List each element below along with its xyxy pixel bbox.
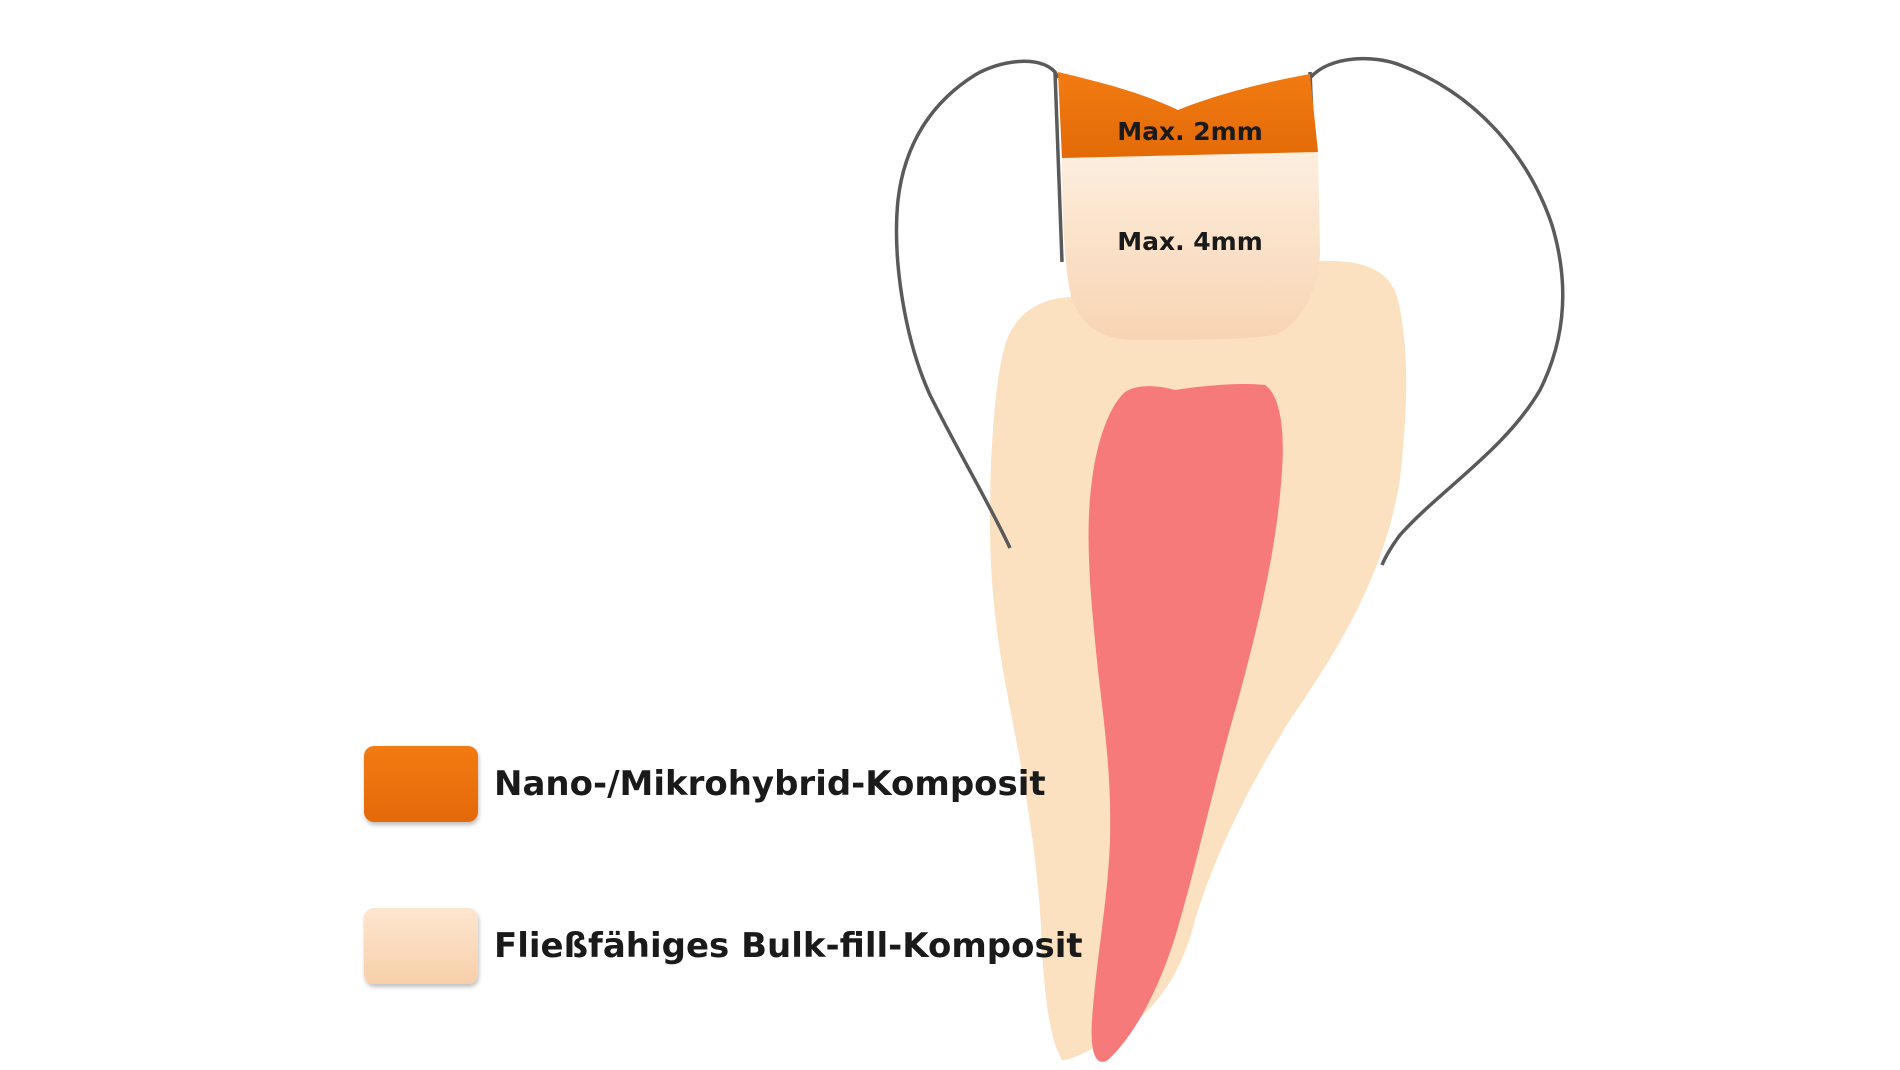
pulp-canal	[1088, 383, 1283, 1062]
bulkfill-layer	[1062, 152, 1320, 340]
bottom-layer-label: Max. 4mm	[1117, 227, 1263, 256]
nanohybrid-swatch	[364, 746, 478, 822]
legend-item-nanohybrid: Nano-/Mikrohybrid-Komposit	[364, 742, 1046, 826]
nanohybrid-layer	[1058, 72, 1318, 158]
cavity-wall-left	[1053, 71, 1064, 263]
legend-item-bulkfill: Fließfähiges Bulk-fill-Komposit	[364, 904, 1083, 988]
bulkfill-swatch	[364, 908, 478, 984]
top-layer-label: Max. 2mm	[1117, 117, 1263, 146]
enamel-outline	[894, 56, 1565, 566]
legend-label-nanohybrid: Nano-/Mikrohybrid-Komposit	[494, 764, 1046, 804]
legend-label-bulkfill: Fließfähiges Bulk-fill-Komposit	[494, 926, 1083, 966]
